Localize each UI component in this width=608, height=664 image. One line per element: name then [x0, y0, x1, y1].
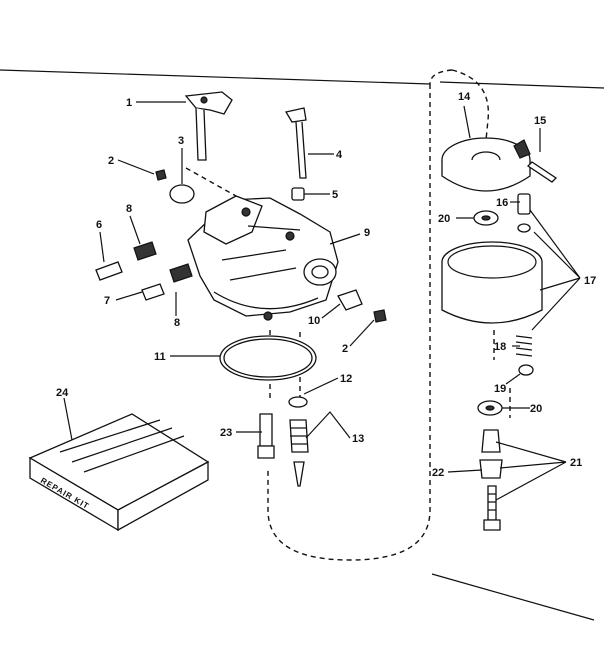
label-1: 1 — [126, 97, 132, 109]
label-20b: 20 — [530, 403, 542, 415]
float-pin-part — [513, 139, 558, 183]
o-ring-part — [518, 364, 534, 376]
label-12: 12 — [340, 373, 352, 385]
bowl-gasket-part — [219, 335, 317, 381]
label-2b: 2 — [342, 343, 348, 355]
screw-part-2 — [373, 309, 387, 323]
repair-kit-box: REPAIR KIT — [28, 413, 210, 532]
label-3: 3 — [178, 135, 184, 147]
idle-screws-part — [95, 241, 193, 301]
label-8a: 8 — [126, 203, 132, 215]
label-8b: 8 — [174, 317, 180, 329]
label-22: 22 — [432, 467, 444, 479]
label-10: 10 — [308, 315, 320, 327]
spring-part — [515, 335, 533, 357]
screw-part — [155, 169, 167, 181]
needle-valve-part — [289, 419, 309, 487]
label-11: 11 — [154, 351, 166, 363]
washer-part — [288, 396, 308, 408]
label-6: 6 — [96, 219, 102, 231]
bowl-washer-part — [473, 210, 499, 226]
label-15: 15 — [534, 115, 546, 127]
label-2a: 2 — [108, 155, 114, 167]
label-20a: 20 — [438, 213, 450, 225]
bowl-washer-part-2 — [477, 400, 503, 416]
label-9: 9 — [364, 227, 370, 239]
border-lines — [0, 69, 605, 621]
bowl-bolt-part — [517, 193, 531, 233]
label-5: 5 — [332, 189, 338, 201]
label-14: 14 — [458, 91, 471, 103]
carburetor-body-part — [187, 195, 339, 321]
label-24: 24 — [56, 387, 69, 399]
label-13: 13 — [352, 433, 364, 445]
label-4: 4 — [336, 149, 343, 161]
choke-shaft-part — [284, 107, 307, 179]
label-19: 19 — [494, 383, 506, 395]
leader-lines — [63, 101, 581, 501]
label-18: 18 — [494, 341, 506, 353]
part-number-labels: 1 2 3 4 5 6 8 9 7 8 10 2 11 12 13 23 24 … — [56, 91, 596, 479]
bowl-nut-assembly-part — [479, 429, 503, 531]
label-16: 16 — [496, 197, 508, 209]
label-17: 17 — [584, 275, 596, 287]
label-7: 7 — [104, 295, 110, 307]
float-part — [441, 137, 531, 192]
seal-part — [291, 187, 305, 201]
float-bowl-part — [441, 241, 543, 324]
label-23: 23 — [220, 427, 232, 439]
plate-part — [337, 289, 363, 311]
main-jet-part — [257, 413, 275, 459]
label-21: 21 — [570, 457, 582, 469]
throttle-lever-part — [184, 91, 233, 161]
throttle-plate-part — [169, 184, 195, 204]
